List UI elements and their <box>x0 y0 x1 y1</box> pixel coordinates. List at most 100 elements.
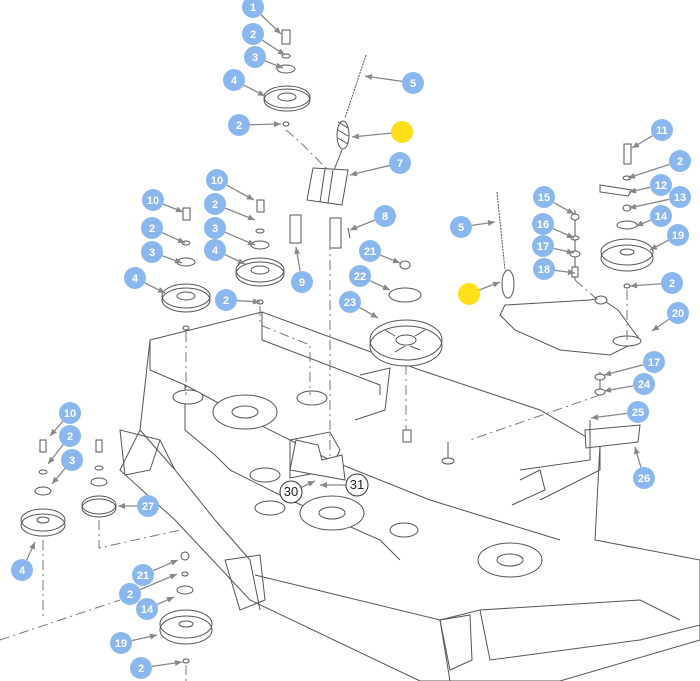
callout-circle <box>450 216 472 238</box>
arrowhead <box>652 324 660 331</box>
callout-2: 2 <box>130 657 183 679</box>
callout-number: 5 <box>458 222 464 234</box>
arrowhead <box>591 414 599 421</box>
callout-number: 4 <box>212 245 219 257</box>
callout-10: 10 <box>142 189 184 213</box>
arrowhead <box>370 311 378 318</box>
callout-number: 4 <box>132 273 139 285</box>
callout-number: 11 <box>656 125 668 137</box>
arrowhead <box>634 447 640 455</box>
arrowhead <box>566 248 574 255</box>
callout-circle <box>339 291 361 313</box>
callout-circle <box>279 480 303 504</box>
callout-number: 17 <box>648 357 660 369</box>
callout-11: 11 <box>631 119 673 149</box>
idler-pulley-23 <box>329 240 443 460</box>
callout-31: 31 <box>320 473 369 497</box>
callout-4: 4 <box>124 267 166 294</box>
callout-number: 16 <box>537 219 549 231</box>
callout-circle <box>141 217 163 239</box>
callout-4: 4 <box>223 69 266 97</box>
callout-circle <box>650 174 672 196</box>
arrowhead <box>350 170 358 177</box>
arrowhead <box>604 386 612 393</box>
callout-number: 2 <box>127 589 133 601</box>
callout-number: 9 <box>299 277 305 289</box>
callout-3: 3 <box>244 46 284 69</box>
callout-number: 13 <box>674 192 686 204</box>
callout-circle <box>650 205 672 227</box>
arrowhead <box>320 482 327 488</box>
callout-2: 2 <box>242 23 286 56</box>
callout-number: 30 <box>284 484 298 499</box>
callout-number: 14 <box>141 604 154 616</box>
callout-4: 4 <box>11 541 36 581</box>
callout-circle <box>242 23 264 45</box>
callout-circle <box>532 213 554 235</box>
arrowhead <box>275 62 283 69</box>
arrowhead <box>604 370 612 377</box>
callout-circle <box>345 473 369 497</box>
callout-18: 18 <box>533 258 576 280</box>
highlight-marker <box>458 281 501 305</box>
callout-circle <box>136 598 158 620</box>
callout-circle <box>59 425 81 447</box>
callout-circle <box>228 114 250 136</box>
callout-2: 2 <box>629 272 683 294</box>
callout-24: 24 <box>603 373 655 395</box>
callout-2: 2 <box>627 150 691 179</box>
callout-circle <box>119 583 141 605</box>
pulley-stack-top <box>263 29 331 173</box>
callout-number: 22 <box>354 271 366 283</box>
callout-3: 3 <box>141 241 183 264</box>
callout-circle <box>204 217 226 239</box>
callout-number: 2 <box>138 663 144 675</box>
arrowhead <box>492 281 500 288</box>
pulley-stack-left <box>161 207 211 395</box>
callout-circle <box>669 150 691 172</box>
arrowhead <box>294 247 301 255</box>
arrowhead <box>169 573 177 580</box>
arrowhead <box>48 456 55 464</box>
arrowhead <box>487 220 495 226</box>
callout-circle <box>132 564 154 586</box>
callout-circle <box>667 224 689 246</box>
arrowhead <box>273 26 281 34</box>
callout-number: 18 <box>538 264 550 276</box>
callout-16: 16 <box>532 213 575 239</box>
callout-15: 15 <box>533 186 575 215</box>
callout-19: 19 <box>110 632 158 654</box>
callout-1: 1 <box>242 0 282 35</box>
callout-number: 12 <box>655 180 667 192</box>
callout-circle <box>130 657 152 679</box>
arrowhead <box>29 542 35 550</box>
callout-17: 17 <box>603 351 665 377</box>
callout-2: 2 <box>47 425 81 465</box>
callout-circle <box>242 0 264 18</box>
callout-circle <box>61 449 83 471</box>
arrowhead <box>170 560 178 566</box>
callout-number: 3 <box>252 52 258 64</box>
callout-number: 14 <box>655 211 668 223</box>
callout-number: 31 <box>350 477 364 492</box>
callout-26: 26 <box>633 446 655 489</box>
callout-number: 10 <box>211 175 223 187</box>
callout-circle <box>627 401 649 423</box>
arrowhead <box>392 257 400 264</box>
callout-2: 2 <box>215 289 261 311</box>
callout-number: 10 <box>64 408 76 420</box>
arrowhead <box>628 172 636 179</box>
callout-12: 12 <box>628 174 672 196</box>
callout-23: 23 <box>339 291 379 319</box>
callout-circle <box>11 559 33 581</box>
callout-21: 21 <box>132 559 179 586</box>
callout-number: 2 <box>212 199 218 211</box>
callout-circle <box>533 258 555 280</box>
callout-circle <box>291 271 313 293</box>
callout-number: 4 <box>19 565 26 577</box>
arrowhead <box>630 282 638 289</box>
bracket-9 <box>289 214 351 249</box>
arrowhead <box>257 90 265 96</box>
callout-9: 9 <box>291 246 313 293</box>
